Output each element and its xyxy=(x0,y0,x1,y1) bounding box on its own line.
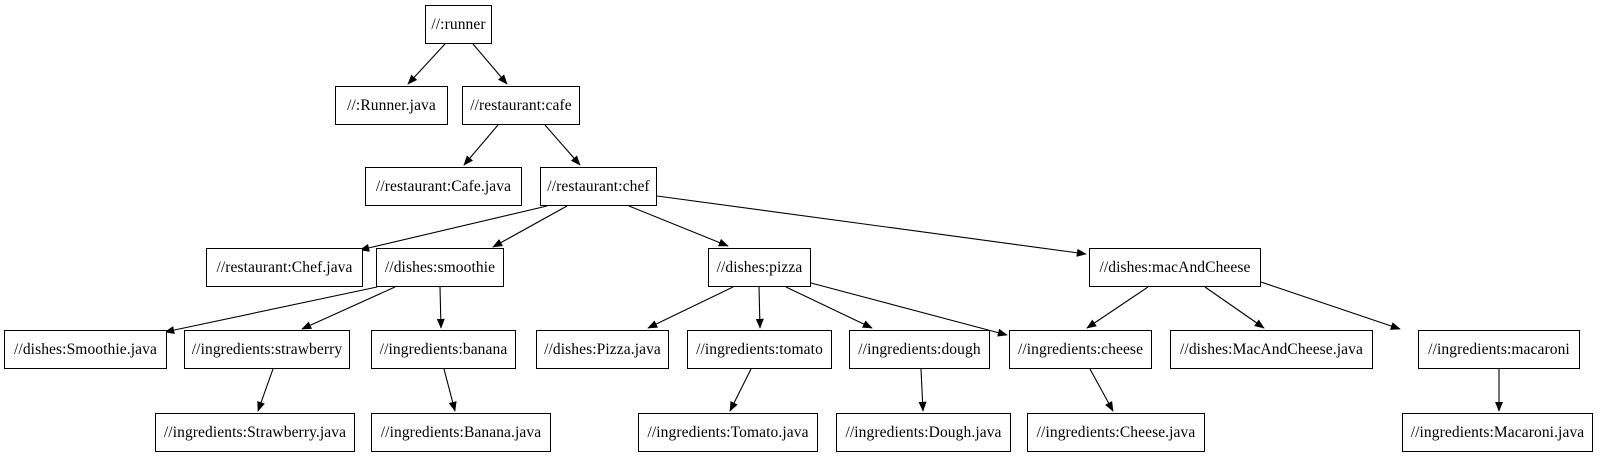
graph-edge-dishes_pizza-to-ing_cheese xyxy=(810,282,1008,337)
graph-node-pizza_java[interactable]: //dishes:Pizza.java xyxy=(536,330,669,369)
graph-edge-restaurant_chef-to-dishes_macandchz xyxy=(656,195,1087,257)
graph-node-macandchz_java[interactable]: //dishes:MacAndCheese.java xyxy=(1170,330,1373,369)
graph-edge-dishes_pizza-to-ing_dough xyxy=(785,286,873,329)
graph-node-runner_java[interactable]: //:Runner.java xyxy=(335,86,448,125)
graph-node-label: //dishes:Smoothie.java xyxy=(14,340,157,358)
graph-node-tomato_java[interactable]: //ingredients:Tomato.java xyxy=(638,413,818,452)
graph-edge-restaurant_cafe-to-restaurant_chef xyxy=(544,124,581,166)
graph-node-label: //ingredients:Strawberry.java xyxy=(163,423,347,441)
graph-node-ing_banana[interactable]: //ingredients:banana xyxy=(371,330,516,369)
graph-edge-ing_cheese-to-cheese_java xyxy=(1089,368,1114,412)
graph-node-label: //ingredients:cheese xyxy=(1017,340,1144,358)
graph-edge-runner-to-restaurant_cafe xyxy=(472,43,508,85)
graph-edge-dishes_macandchz-to-ing_macaroni xyxy=(1260,281,1401,330)
graph-node-label: //ingredients:macaroni xyxy=(1428,340,1570,358)
graph-node-label: //dishes:smoothie xyxy=(384,258,496,276)
graph-node-macaroni_java[interactable]: //ingredients:Macaroni.java xyxy=(1402,413,1593,452)
graph-node-label: //dishes:Pizza.java xyxy=(544,340,661,358)
graph-node-ing_tomato[interactable]: //ingredients:tomato xyxy=(687,330,832,369)
graph-node-runner[interactable]: //:runner xyxy=(425,5,492,44)
graph-node-label: //ingredients:Cheese.java xyxy=(1036,423,1196,441)
graph-edge-dishes_macandchz-to-ing_cheese xyxy=(1086,286,1149,329)
graph-node-chef_java[interactable]: //restaurant:Chef.java xyxy=(206,248,363,287)
graph-edge-dishes_pizza-to-ing_tomato xyxy=(755,286,764,329)
graph-node-label: //restaurant:cafe xyxy=(470,96,572,114)
graph-edge-dishes_smoothie-to-ing_strawberry xyxy=(301,286,396,330)
graph-edge-ing_banana-to-banana_java xyxy=(443,368,457,412)
graph-node-strawberry_java[interactable]: //ingredients:Strawberry.java xyxy=(155,413,355,452)
graph-node-label: //ingredients:Banana.java xyxy=(380,423,542,441)
graph-node-banana_java[interactable]: //ingredients:Banana.java xyxy=(371,413,551,452)
graph-node-label: //ingredients:banana xyxy=(379,340,508,358)
graph-node-label: //restaurant:Cafe.java xyxy=(375,177,512,195)
graph-edge-ing_strawberry-to-strawberry_java xyxy=(257,368,274,412)
graph-edge-dishes_pizza-to-pizza_java xyxy=(647,286,734,329)
graph-node-label: //dishes:macAndCheese xyxy=(1099,258,1251,276)
graph-node-smoothie_java[interactable]: //dishes:Smoothie.java xyxy=(4,330,167,369)
graph-node-restaurant_chef[interactable]: //restaurant:chef xyxy=(540,167,657,206)
graph-edge-dishes_smoothie-to-ing_banana xyxy=(436,286,445,329)
graph-node-label: //ingredients:Tomato.java xyxy=(647,423,809,441)
graph-edge-restaurant_chef-to-dishes_pizza xyxy=(628,205,729,247)
graph-node-ing_macaroni[interactable]: //ingredients:macaroni xyxy=(1418,330,1580,369)
graph-node-label: //ingredients:dough xyxy=(858,340,981,358)
graph-node-cheese_java[interactable]: //ingredients:Cheese.java xyxy=(1027,413,1205,452)
graph-edge-dishes_macandchz-to-macandchz_java xyxy=(1204,286,1265,329)
graph-node-label: //ingredients:Dough.java xyxy=(845,423,1002,441)
graph-node-restaurant_cafe[interactable]: //restaurant:cafe xyxy=(462,86,580,125)
graph-node-dishes_pizza[interactable]: //dishes:pizza xyxy=(708,248,811,287)
graph-edge-ing_dough-to-dough_java xyxy=(918,368,927,412)
graph-edge-runner-to-runner_java xyxy=(407,43,446,85)
graph-node-ing_cheese[interactable]: //ingredients:cheese xyxy=(1009,330,1152,369)
graph-node-label: //ingredients:Macaroni.java xyxy=(1410,423,1585,441)
graph-node-label: //dishes:pizza xyxy=(716,258,803,276)
graph-edge-dishes_smoothie-to-smoothie_java xyxy=(164,286,378,335)
graph-node-dough_java[interactable]: //ingredients:Dough.java xyxy=(836,413,1011,452)
graph-node-dishes_smoothie[interactable]: //dishes:smoothie xyxy=(376,248,504,287)
graph-node-label: //ingredients:tomato xyxy=(696,340,823,358)
graph-edge-restaurant_chef-to-chef_java xyxy=(359,205,548,252)
graph-node-label: //:Runner.java xyxy=(347,96,436,114)
graph-node-label: //:runner xyxy=(431,15,486,33)
graph-edge-ing_tomato-to-tomato_java xyxy=(729,368,752,412)
graph-node-label: //restaurant:Chef.java xyxy=(216,258,353,276)
graph-node-ing_strawberry[interactable]: //ingredients:strawberry xyxy=(184,330,350,369)
graph-node-dishes_macandchz[interactable]: //dishes:macAndCheese xyxy=(1089,248,1261,287)
graph-node-ing_dough[interactable]: //ingredients:dough xyxy=(849,330,990,369)
graph-node-label: //ingredients:strawberry xyxy=(191,340,343,358)
graph-node-label: //restaurant:chef xyxy=(547,177,650,195)
graph-node-cafe_java[interactable]: //restaurant:Cafe.java xyxy=(365,167,522,206)
graph-edge-restaurant_chef-to-dishes_smoothie xyxy=(492,205,568,248)
graph-edge-restaurant_cafe-to-cafe_java xyxy=(463,124,499,166)
graph-node-label: //dishes:MacAndCheese.java xyxy=(1180,340,1363,358)
